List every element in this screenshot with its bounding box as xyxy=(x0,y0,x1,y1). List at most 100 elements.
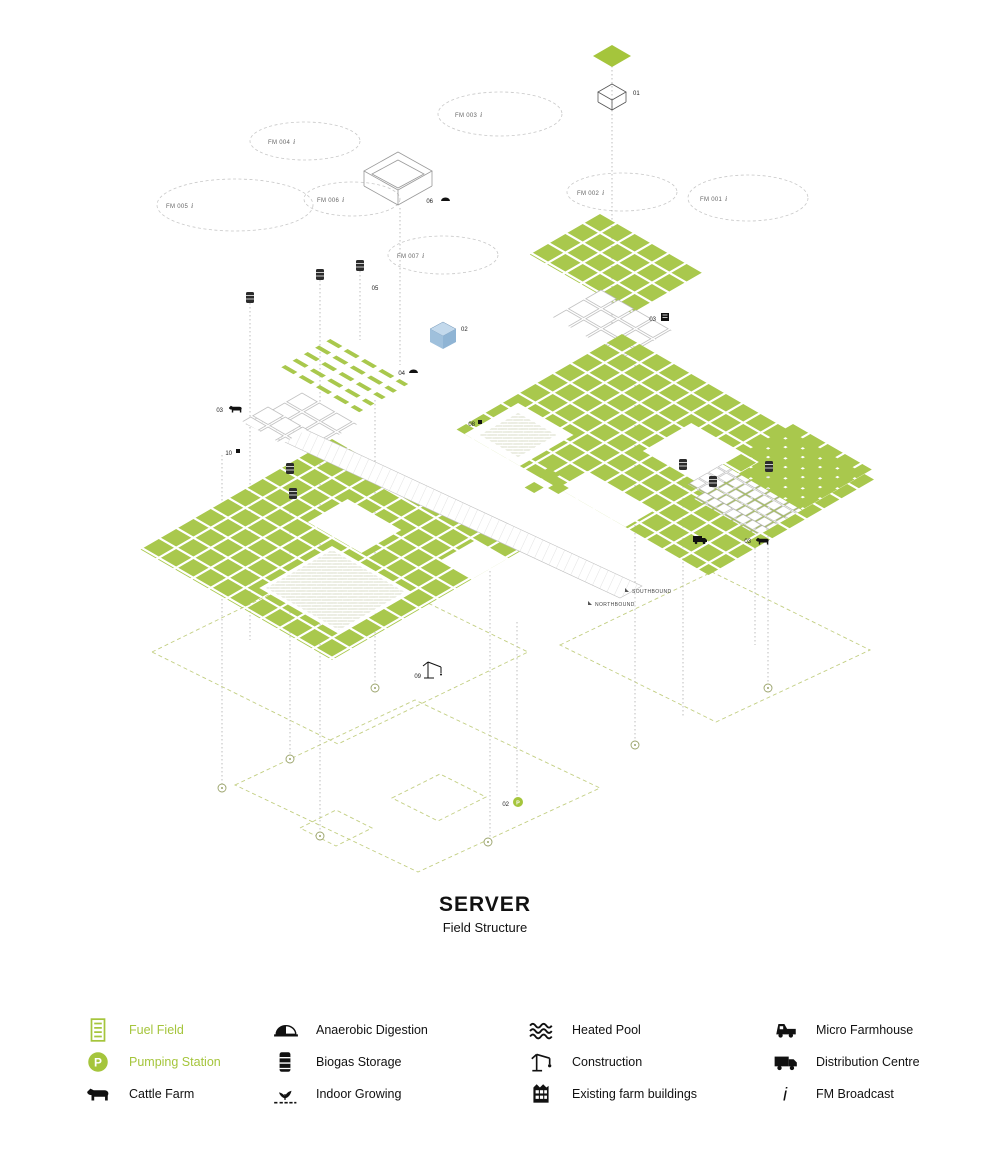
direction-arrow-icon xyxy=(625,588,629,592)
marker-label: 04 xyxy=(398,371,405,377)
pumping-station-icon: P xyxy=(85,1049,119,1075)
small-marker-icon xyxy=(236,449,240,453)
legend-label: Indoor Growing xyxy=(316,1087,402,1101)
ground-parcel xyxy=(233,699,602,873)
marker-label: 03 xyxy=(649,317,656,323)
biogas-storage-icon xyxy=(272,1049,306,1075)
marker-label: 02 xyxy=(461,327,468,333)
legend-column-2: Anaerobic Digestion Biogas Storage Indoo… xyxy=(272,1014,428,1110)
svg-text:i: i xyxy=(783,1084,788,1105)
fm-zone xyxy=(156,178,314,232)
legend-item: Existing farm buildings xyxy=(528,1078,697,1110)
fuel-field-icon xyxy=(85,1017,119,1043)
ground-parcel xyxy=(558,571,872,723)
cattle-farm-icon-left xyxy=(228,405,242,413)
biogas-storage-stacks xyxy=(246,260,773,499)
fm-zone xyxy=(687,174,809,222)
heated-pool-tiles xyxy=(693,492,768,535)
marker-label: 02 xyxy=(502,802,509,808)
farm-building-icon xyxy=(661,313,669,321)
legend-item: Anaerobic Digestion xyxy=(272,1014,428,1046)
small-wirebox xyxy=(597,83,627,111)
leader-end-markers xyxy=(217,683,773,847)
marker-label: 03 xyxy=(744,539,751,545)
legend-item: Indoor Growing xyxy=(272,1078,428,1110)
marker-label: 01 xyxy=(633,91,640,97)
fm-zone xyxy=(303,181,401,217)
legend-label: Distribution Centre xyxy=(816,1055,920,1069)
seedling-rows-field xyxy=(276,336,412,414)
outline-field-left xyxy=(267,392,358,444)
fm-zone xyxy=(249,121,361,161)
distribution-centre-icon xyxy=(772,1049,806,1075)
legend-item: Heated Pool xyxy=(528,1014,697,1046)
marker-label: 09 xyxy=(414,674,421,680)
legend-label: Cattle Farm xyxy=(129,1087,195,1101)
legend-item: Construction xyxy=(528,1046,697,1078)
dome-icon xyxy=(441,197,450,201)
legend-item: Fuel Field xyxy=(85,1014,221,1046)
legend-label: Anaerobic Digestion xyxy=(316,1023,428,1037)
ground-parcels xyxy=(150,559,872,873)
indoor-growing-cube xyxy=(429,321,457,349)
dome-icon xyxy=(409,369,418,373)
cattle-farm-icon xyxy=(85,1081,119,1107)
legend-label: Pumping Station xyxy=(129,1055,221,1069)
fm-broadcast-icon: i xyxy=(772,1081,806,1107)
legend-label: FM Broadcast xyxy=(816,1087,894,1101)
direction-arrow-icon xyxy=(588,601,592,605)
anaerobic-digestion-wirebox xyxy=(363,151,433,206)
legend-item: Distribution Centre xyxy=(772,1046,920,1078)
outline-field-right xyxy=(552,289,673,358)
legend-item: P Pumping Station xyxy=(85,1046,221,1078)
road-labels: SOUTHBOUND NORTHBOUND xyxy=(588,588,672,608)
legend-column-1: Fuel Field P Pumping Station Cattle Farm xyxy=(85,1014,221,1110)
marker-label: 08 xyxy=(468,422,475,428)
legend-item: Biogas Storage xyxy=(272,1046,428,1078)
legend-item: i FM Broadcast xyxy=(772,1078,920,1110)
heated-pool-icon xyxy=(528,1017,562,1043)
cattle-farm-icon-right xyxy=(755,537,769,545)
svg-text:P: P xyxy=(94,1055,102,1069)
legend-label: Existing farm buildings xyxy=(572,1087,698,1101)
title-block: SERVER Field Structure xyxy=(0,893,970,935)
construction-crane-icon xyxy=(422,661,442,679)
legend-label: Construction xyxy=(572,1055,643,1069)
legend-column-4: Micro Farmhouse Distribution Centre i FM… xyxy=(772,1014,920,1110)
fm-zone xyxy=(387,235,499,275)
fuel-field-left xyxy=(139,438,525,660)
page-subtitle: Field Structure xyxy=(442,920,528,935)
legend: Fuel Field P Pumping Station Cattle Farm… xyxy=(0,1014,1000,1124)
pumping-station-marker: P xyxy=(513,797,523,807)
small-marker-icon xyxy=(478,420,482,424)
svg-text:P: P xyxy=(516,800,520,806)
micro-farmhouse-icon xyxy=(772,1017,806,1043)
legend-label: Micro Farmhouse xyxy=(816,1023,914,1037)
anaerobic-digestion-icon xyxy=(272,1017,306,1043)
northbound-label: NORTHBOUND xyxy=(595,602,635,608)
numbered-markers: 01 06 05 02 03 04 03 10 08 09 03 02 xyxy=(216,91,751,808)
marker-label: 10 xyxy=(225,451,232,457)
marker-label: 06 xyxy=(426,199,433,205)
green-flag-marker xyxy=(593,45,631,67)
fm-zone xyxy=(437,91,563,137)
existing-farm-buildings-icon xyxy=(528,1081,562,1107)
legend-column-3: Heated Pool Construction Existing farm b… xyxy=(528,1014,697,1110)
page-title: SERVER xyxy=(439,893,531,916)
legend-item: Cattle Farm xyxy=(85,1078,221,1110)
fm-broadcast-zones xyxy=(156,91,809,275)
fuel-field-top-right xyxy=(528,213,704,314)
marker-label: 03 xyxy=(216,408,223,414)
fm-zone xyxy=(566,172,678,212)
southbound-label: SOUTHBOUND xyxy=(632,589,672,595)
